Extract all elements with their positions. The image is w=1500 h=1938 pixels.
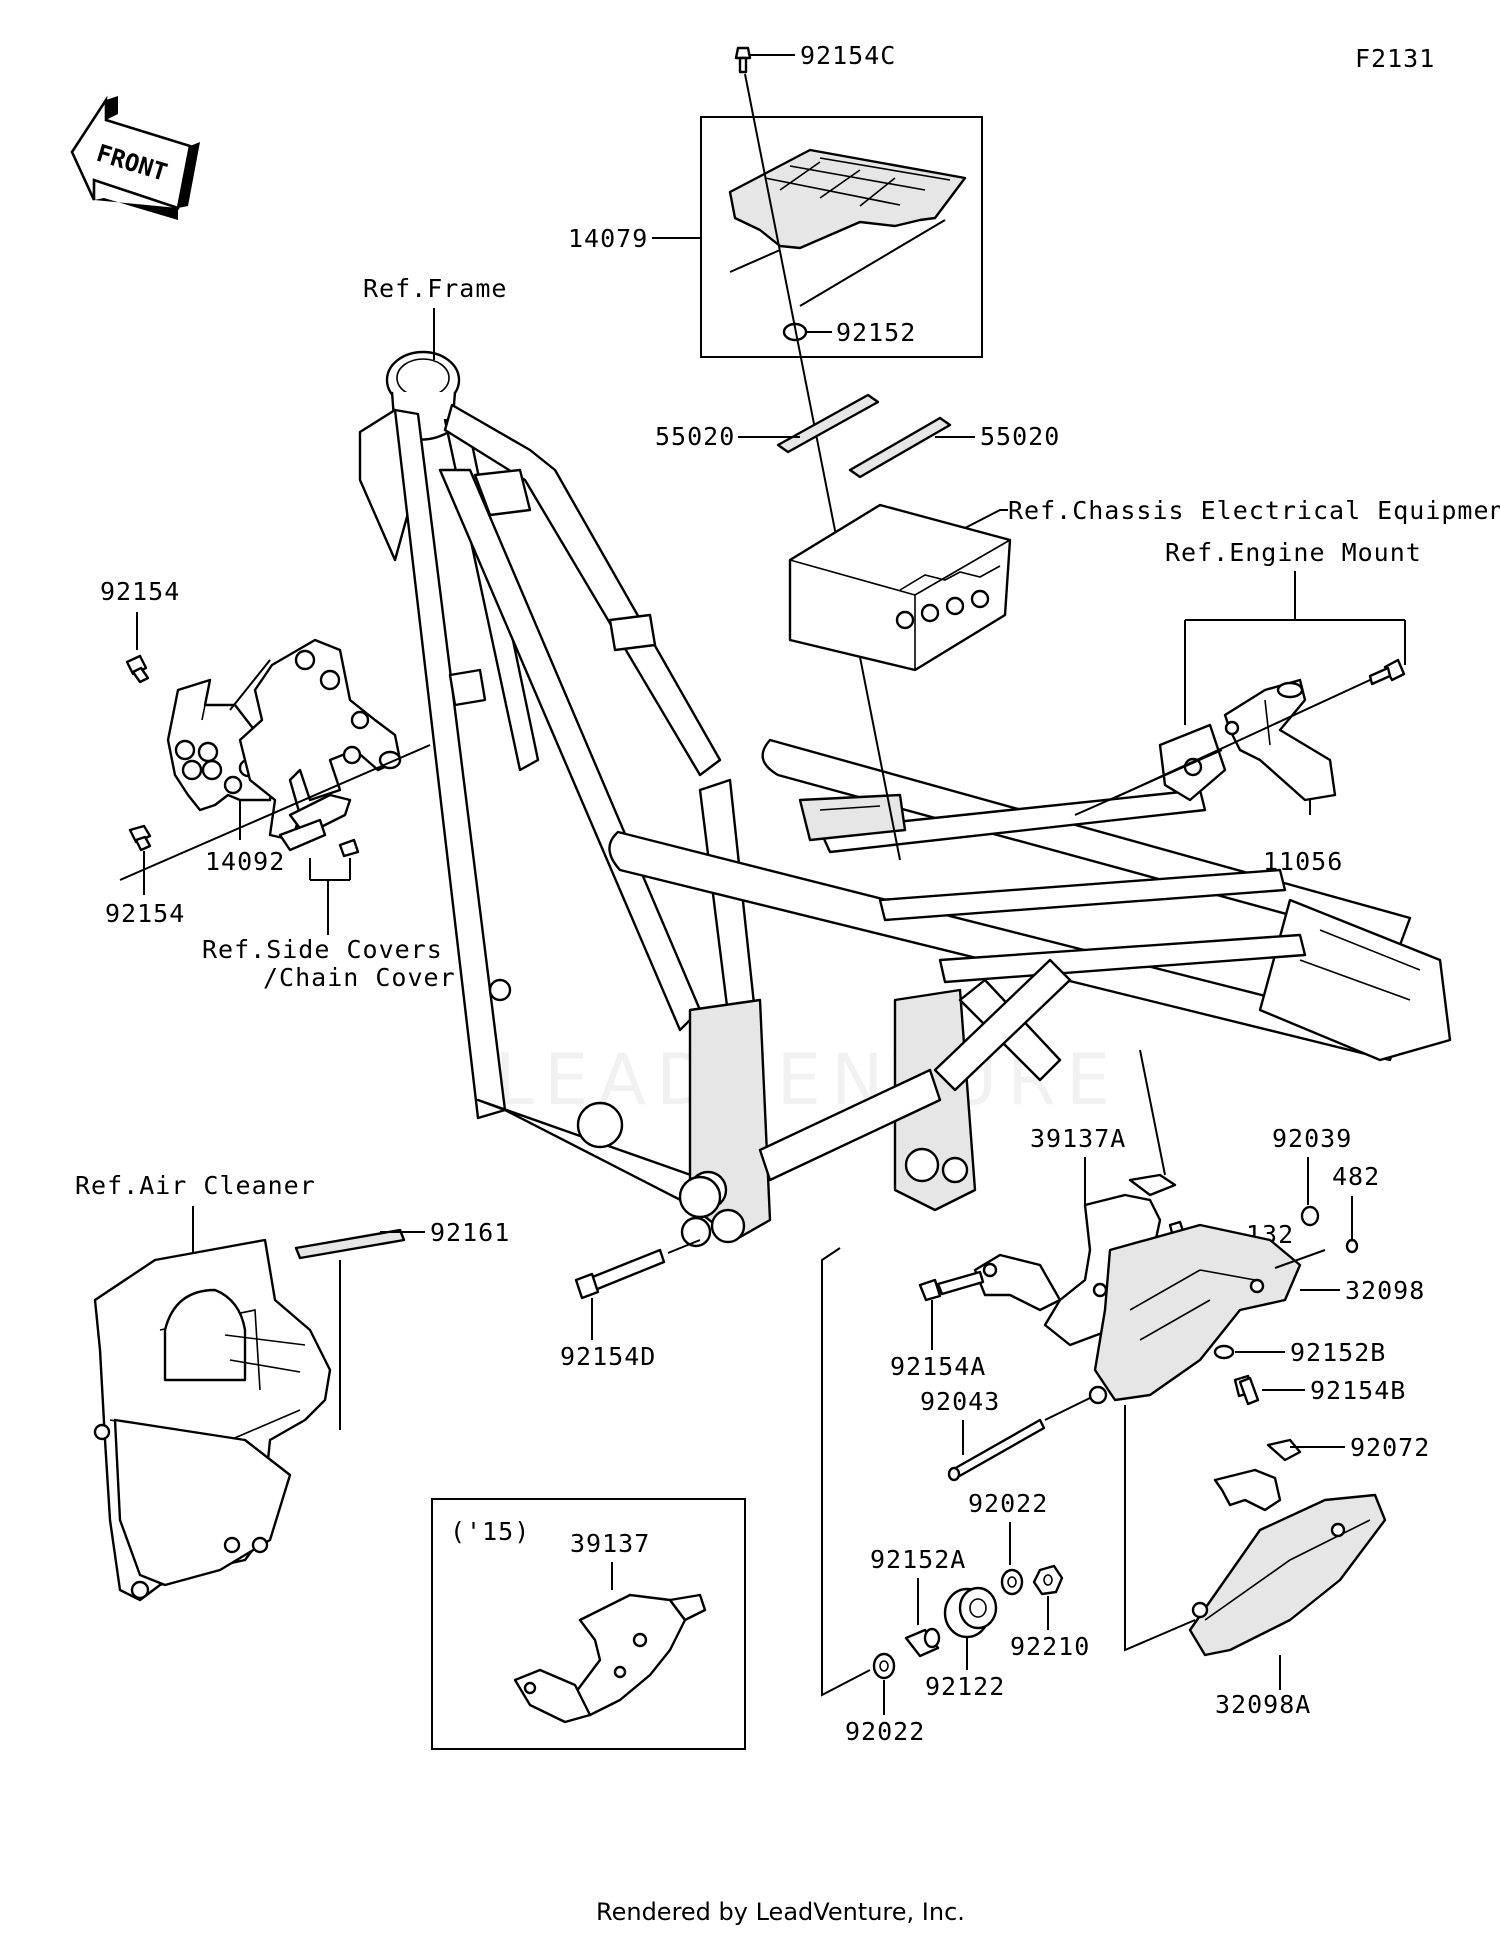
clip-92072: [1213, 1438, 1302, 1512]
part-label-92154D: 92154D: [560, 1342, 656, 1371]
part-label-11056: 11056: [1263, 847, 1343, 876]
part-label-14079: 14079: [568, 224, 648, 253]
washer-92039: [1300, 1205, 1320, 1227]
bolt-92154C: [734, 46, 752, 74]
chain-cover-32098: [1088, 1223, 1302, 1405]
ref-side-covers-line2: /Chain Cover: [263, 963, 456, 992]
part-label-92022-upper: 92022: [968, 1489, 1048, 1518]
bolt-92154-top: [125, 654, 150, 684]
grommet-92152B: [1213, 1344, 1235, 1360]
strip-55020-right: [848, 416, 952, 479]
part-label-92154C: 92154C: [800, 41, 896, 70]
collar-92152A: [904, 1627, 941, 1658]
diagram-code: F2131: [1355, 44, 1435, 73]
part-label-92122: 92122: [925, 1672, 1005, 1701]
ref-frame-label: Ref.Frame: [363, 274, 507, 303]
frame-assembly: [358, 350, 1452, 1248]
part-label-92154B: 92154B: [1310, 1376, 1406, 1405]
part-label-55020-right: 55020: [980, 422, 1060, 451]
part-label-92161: 92161: [430, 1218, 510, 1247]
bolt-92154-bottom: [128, 824, 152, 852]
part-label-92154A: 92154A: [890, 1352, 986, 1381]
battery-ref-part: [788, 503, 1012, 672]
part-label-92154-bottom: 92154: [105, 899, 185, 928]
strip-92161: [294, 1228, 406, 1260]
part-label-92152B: 92152B: [1290, 1338, 1386, 1367]
part-label-92022-lower: 92022: [845, 1717, 925, 1746]
washer-92022-lower: [872, 1652, 896, 1680]
washer-92022-upper: [1000, 1568, 1024, 1596]
rear-bracket-part: [238, 638, 402, 852]
bolt-engine-mount: [1368, 658, 1406, 686]
damper-92122: [943, 1586, 998, 1639]
part-label-39137: 39137: [570, 1529, 650, 1558]
clip-482: [1345, 1238, 1359, 1254]
engine-mount-bracket-11056: [1223, 678, 1337, 802]
part-label-92154-top: 92154: [100, 577, 180, 606]
chain-cover-32098A: [1188, 1493, 1387, 1657]
footer-credit: Rendered by LeadVenture, Inc.: [596, 1898, 965, 1926]
part-label-92072: 92072: [1350, 1433, 1430, 1462]
part-label-39137A: 39137A: [1030, 1124, 1126, 1153]
air-cleaner-part: [93, 1238, 332, 1602]
part-label-482: 482: [1332, 1162, 1380, 1191]
part-label-32098: 32098: [1345, 1276, 1425, 1305]
ref-chassis-electrical-label: Ref.Chassis Electrical Equipment: [1008, 496, 1500, 525]
part-label-92039: 92039: [1272, 1124, 1352, 1153]
part-label-92152: 92152: [836, 318, 916, 347]
ref-engine-mount-label: Ref.Engine Mount: [1165, 538, 1422, 567]
part-label-92210: 92210: [1010, 1632, 1090, 1661]
bolt-92154D: [574, 1248, 666, 1300]
bolt-92154A: [918, 1270, 985, 1302]
strip-55020-left: [776, 393, 880, 454]
pin-92043: [947, 1418, 1046, 1482]
part-label-92043: 92043: [920, 1387, 1000, 1416]
bolt-side-cover: [338, 838, 360, 858]
bracket-39137: [513, 1593, 707, 1724]
inset-box-15: [431, 1498, 746, 1750]
ref-air-cleaner-label: Ref.Air Cleaner: [75, 1171, 316, 1200]
battery-case-part: [728, 148, 967, 250]
bolt-92154B: [1233, 1374, 1260, 1406]
front-arrow-icon: FRONT: [70, 95, 200, 220]
ref-side-covers-line1: Ref.Side Covers: [202, 935, 443, 964]
part-label-92152A: 92152A: [870, 1545, 966, 1574]
part-label-14092: 14092: [205, 847, 285, 876]
part-label-55020-left: 55020: [655, 422, 735, 451]
inset-label-15: ('15): [450, 1517, 530, 1546]
nut-92210: [1032, 1564, 1064, 1596]
part-label-32098A: 32098A: [1215, 1690, 1311, 1719]
